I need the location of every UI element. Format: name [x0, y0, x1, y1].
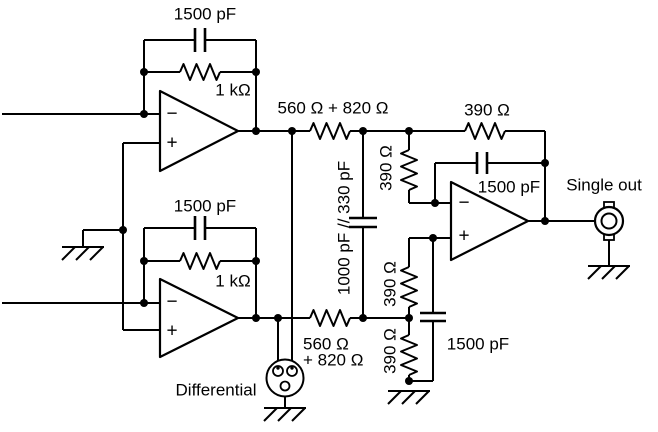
junction-dot	[405, 377, 413, 385]
wires	[2, 40, 610, 408]
bottom-series-resistor	[309, 309, 351, 327]
rca-connector-center	[600, 212, 618, 230]
opamp2-minus-symbol: −	[166, 292, 177, 313]
opamp1-cap-label: 1500 pF	[174, 5, 236, 24]
differential-label: Differential	[176, 381, 257, 400]
junction-dot	[140, 257, 148, 265]
opamp1-triangle	[158, 89, 240, 173]
bottom-upper-res-label: 390 Ω	[381, 261, 400, 307]
ground-symbol-rca	[587, 265, 631, 280]
feedback-390-resistor	[464, 122, 506, 140]
junction-dot	[140, 68, 148, 76]
junction-dot	[252, 314, 260, 322]
bottom-series-res-label-line2: + 820 Ω	[303, 351, 363, 370]
xlr-pin-contact	[276, 366, 280, 370]
junction-dot	[431, 199, 439, 207]
junction-dot	[429, 234, 437, 242]
opamp1-1k-resistor	[179, 63, 221, 81]
top-series-resistor	[309, 122, 351, 140]
junction-dots	[119, 68, 549, 385]
xlr-pin-contact	[290, 366, 294, 370]
opamp3-minus-symbol: −	[458, 193, 469, 214]
shunt-cap-label: 1000 pF // 330 pF	[335, 161, 354, 295]
junction-dot	[541, 217, 549, 225]
labels: 1500 pF 1 kΩ 1500 pF 1 kΩ 560 Ω + 820 Ω …	[174, 5, 642, 400]
differential-connector	[265, 358, 305, 398]
bottom-cap-label: 1500 pF	[447, 335, 509, 354]
opamp3-plus-symbol: +	[458, 226, 469, 247]
opamp1-plus-symbol: +	[166, 133, 177, 154]
junction-dot	[252, 257, 260, 265]
junction-dot	[252, 68, 260, 76]
junction-dot	[359, 314, 367, 322]
feedback-res-label: 390 Ω	[464, 101, 510, 120]
junction-dot	[288, 127, 296, 135]
xlr-pin	[279, 380, 291, 392]
opamp2-cap-label: 1500 pF	[174, 197, 236, 216]
junction-dot	[405, 314, 413, 322]
xlr-pin	[272, 365, 284, 377]
junction-dot	[140, 299, 148, 307]
ground-symbol-bottom-network	[387, 390, 431, 405]
junction-dot	[140, 110, 148, 118]
xlr-pin	[286, 365, 298, 377]
bottom-lower-390-resistor	[400, 334, 418, 376]
junction-dot	[405, 127, 413, 135]
junction-dot	[252, 127, 260, 135]
ground-symbol-xlr	[263, 407, 307, 422]
junction-dot	[274, 314, 282, 322]
opamp2-res-label: 1 kΩ	[215, 272, 250, 291]
feedback-cap-label: 1500 pF	[478, 178, 540, 197]
mid-res-label: 390 Ω	[377, 145, 396, 191]
capacitors	[144, 28, 545, 382]
junction-dot	[119, 226, 127, 234]
bottom-upper-390-resistor	[400, 266, 418, 308]
single-out-connector	[593, 201, 625, 241]
opamp2-triangle	[158, 277, 240, 359]
junction-dot	[359, 127, 367, 135]
opamps: − + − + − +	[158, 89, 530, 359]
top-series-res-label: 560 Ω + 820 Ω	[278, 99, 389, 118]
bottom-lower-res-label: 390 Ω	[381, 328, 400, 374]
single-out-label: Single out	[566, 176, 642, 195]
mid-390-resistor	[400, 149, 418, 191]
ground-symbol-inputs	[61, 246, 105, 261]
bottom-series-res-label-line1: 560 Ω	[303, 335, 349, 354]
opamp2-plus-symbol: +	[166, 321, 177, 342]
resistors	[144, 63, 506, 376]
opamp2-1k-resistor	[179, 252, 221, 270]
opamp3-triangle	[449, 180, 530, 262]
junction-dot	[541, 159, 549, 167]
opamp1-res-label: 1 kΩ	[215, 81, 250, 100]
opamp1-minus-symbol: −	[166, 104, 177, 125]
